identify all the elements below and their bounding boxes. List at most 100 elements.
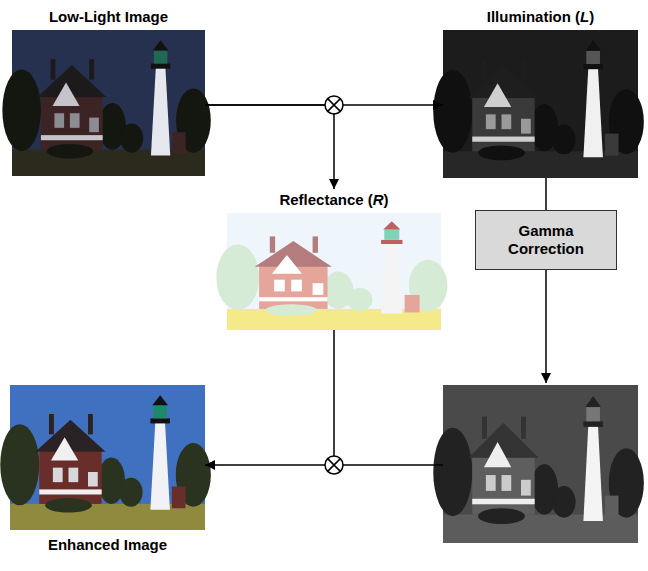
- shed: [172, 132, 186, 154]
- multiply-cross: [328, 99, 341, 112]
- multiply-circle: [325, 96, 343, 114]
- lighthouse-tower: [381, 243, 402, 313]
- image-title: Low-Light Image: [12, 8, 205, 26]
- house-gable: [484, 83, 511, 107]
- multiply-symbol: [325, 96, 343, 114]
- chimney: [270, 236, 275, 252]
- connector-arrow: [545, 178, 547, 210]
- window: [291, 280, 302, 292]
- chimney: [313, 236, 318, 252]
- window: [70, 113, 80, 128]
- lighthouse-tower: [151, 68, 170, 156]
- house-gable: [51, 437, 78, 460]
- multiply-circle: [325, 456, 343, 474]
- window: [54, 113, 64, 128]
- lighthouse-tower: [583, 68, 603, 157]
- window: [89, 118, 99, 133]
- image-area: [10, 385, 205, 530]
- lighthouse-lantern: [153, 405, 167, 418]
- chimney: [88, 414, 93, 434]
- shed: [172, 487, 186, 509]
- sky: [12, 30, 205, 176]
- tree: [2, 69, 41, 151]
- chimney: [51, 59, 56, 79]
- house-gable: [484, 442, 511, 467]
- bush: [45, 498, 92, 512]
- lighthouse-gallery: [150, 418, 170, 423]
- window: [521, 480, 531, 496]
- bush: [266, 304, 317, 316]
- lighthouse-cap: [153, 40, 168, 50]
- window: [69, 468, 79, 483]
- house-gable: [53, 83, 80, 106]
- house-roof: [468, 423, 538, 458]
- scene-picture: [216, 213, 447, 330]
- image-panel: Reflectance (R): [227, 191, 441, 330]
- window: [486, 114, 496, 129]
- lighthouse-cap: [152, 395, 168, 405]
- window: [486, 475, 496, 491]
- lighthouse-gallery: [583, 421, 603, 427]
- lighthouse-tower: [150, 423, 170, 510]
- bush: [47, 144, 93, 159]
- process-box: Gamma Correction: [475, 210, 617, 270]
- lighthouse-lantern: [384, 229, 399, 240]
- image-title: Enhanced Image: [10, 536, 205, 554]
- tree: [433, 428, 472, 516]
- window: [313, 283, 324, 295]
- shed: [405, 295, 420, 313]
- chimney: [89, 59, 94, 79]
- porch: [472, 137, 534, 142]
- house-roof: [255, 241, 332, 267]
- window: [88, 472, 98, 487]
- shed: [605, 134, 619, 156]
- tree: [552, 125, 575, 155]
- layout-wire: [334, 464, 443, 466]
- tree: [433, 70, 472, 153]
- chimney: [49, 414, 54, 434]
- porch: [259, 297, 327, 301]
- image-panel: Illumination (L): [443, 8, 638, 178]
- lighthouse-gallery: [151, 64, 170, 69]
- house-roof: [37, 65, 106, 97]
- shed: [605, 496, 619, 520]
- sky: [443, 385, 638, 543]
- porch: [41, 135, 103, 140]
- sky: [227, 213, 441, 330]
- lighthouse-gallery: [381, 240, 402, 244]
- tree: [0, 424, 39, 505]
- house-roof: [35, 420, 105, 452]
- sky: [443, 30, 638, 178]
- scene-picture: [0, 385, 211, 530]
- porch: [39, 489, 101, 494]
- tree: [119, 478, 142, 507]
- tree: [347, 288, 373, 311]
- lighthouse-lantern: [586, 407, 600, 421]
- scene-picture: [433, 30, 644, 178]
- bush: [478, 508, 525, 524]
- sky: [10, 385, 205, 530]
- box-label: Gamma Correction: [504, 222, 588, 258]
- tree: [120, 123, 143, 152]
- window: [502, 475, 512, 491]
- lighthouse-tower: [583, 426, 603, 521]
- connector-arrow: [205, 330, 334, 465]
- chimney: [482, 417, 487, 439]
- window: [274, 280, 285, 292]
- lighthouse-gallery: [583, 64, 603, 69]
- layout-arrow: [545, 270, 547, 383]
- lighthouse-lantern: [586, 51, 600, 64]
- lighthouse-cap: [585, 40, 601, 50]
- chimney: [521, 60, 526, 81]
- window: [53, 468, 63, 483]
- chimney: [521, 417, 526, 439]
- image-area: [12, 30, 205, 176]
- image-panel: Enhanced Image: [10, 385, 205, 554]
- lighthouse-lantern: [154, 50, 168, 63]
- house-roof: [468, 66, 538, 99]
- image-title: Illumination (L): [443, 8, 638, 26]
- image-area: [227, 213, 441, 330]
- porch: [472, 499, 534, 505]
